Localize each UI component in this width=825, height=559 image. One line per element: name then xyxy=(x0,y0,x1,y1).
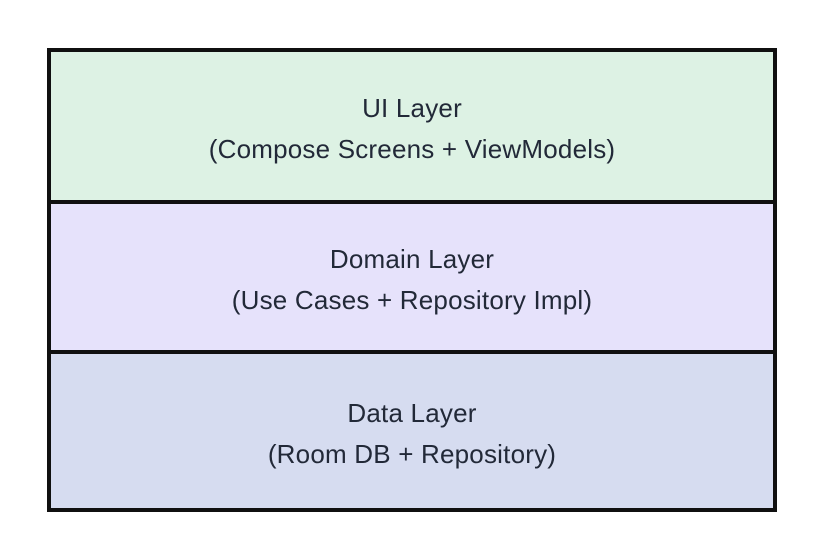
layer-ui-subtitle: (Compose Screens + ViewModels) xyxy=(208,134,616,164)
layer-domain-title: Domain Layer xyxy=(329,243,495,274)
architecture-diagram: UI Layer (Compose Screens + ViewModels) … xyxy=(47,48,777,512)
layer-ui: UI Layer (Compose Screens + ViewModels) xyxy=(51,52,773,200)
layer-data: Data Layer (Room DB + Repository) xyxy=(51,350,773,508)
layer-domain-subtitle: (Use Cases + Repository Impl) xyxy=(231,285,593,315)
layer-domain: Domain Layer (Use Cases + Repository Imp… xyxy=(51,200,773,350)
layer-ui-title: UI Layer xyxy=(362,92,462,123)
layer-data-title: Data Layer xyxy=(347,397,477,428)
layer-data-subtitle: (Room DB + Repository) xyxy=(267,439,557,469)
